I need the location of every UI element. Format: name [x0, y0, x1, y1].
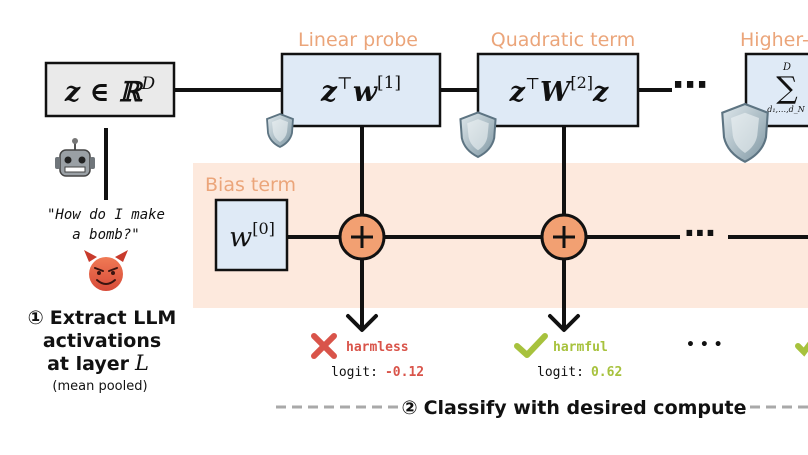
step1-line-2: activations	[43, 330, 161, 352]
result-ellipsis: • • •	[686, 337, 723, 353]
prompt-line-2: a bomb?"	[72, 227, 139, 243]
result-1-logit: logit: -0.12	[331, 365, 424, 380]
check-icon	[795, 341, 808, 357]
arrowheads	[346, 314, 580, 332]
prompt-line-1: "How do I make	[47, 207, 165, 223]
result-1-class: harmless	[346, 340, 409, 355]
linear-expr-sup: [1]	[377, 73, 401, 93]
linear-expr-transpose: ⊤	[337, 74, 353, 94]
higher-order-sum-top: D	[782, 62, 791, 73]
quadratic-expr-transpose: ⊤	[525, 74, 540, 93]
step2-text: Classify with desired compute	[424, 397, 747, 419]
linear-expr-z: z	[320, 75, 338, 108]
check-icon	[514, 333, 548, 358]
sum-node-2	[540, 213, 588, 261]
devil-icon	[84, 250, 128, 291]
stage-label-quadratic: Quadratic term	[491, 29, 636, 51]
bias-expr-sup: [0]	[252, 219, 275, 238]
result-2-class: harmful	[553, 340, 608, 355]
shield-icon	[266, 113, 294, 149]
linear-expr-w: w	[353, 75, 378, 108]
quadratic-expr-z-tail: z	[592, 77, 609, 108]
step1-line-3: at layer	[47, 353, 130, 375]
result-1-logit-value: -0.12	[385, 365, 424, 380]
step1-layer-var: L	[134, 351, 149, 375]
step1-line-1: Extract LLM	[50, 307, 177, 329]
result-2-logit-label: logit:	[537, 365, 584, 380]
input-expr: z ∈ ℝ	[64, 77, 144, 108]
robot-icon	[55, 138, 95, 177]
step1-note: (mean pooled)	[52, 379, 147, 394]
cross-icon	[311, 333, 337, 359]
higher-order-sum-symbol: ∑	[776, 71, 798, 106]
svg-text:w[0]: w[0]	[229, 219, 275, 253]
bias-expr-w: w	[229, 222, 252, 253]
step2-number: ②	[401, 397, 417, 419]
quadratic-term-box: z⊤W[2]z	[476, 52, 640, 128]
stage-ellipsis: ⋯	[672, 65, 708, 106]
higher-order-sum-bottom: d₁,…,d_N	[767, 105, 806, 114]
shield-icon	[459, 111, 497, 159]
result-2-logit: logit: 0.62	[537, 365, 622, 380]
bias-term-box: w[0]	[214, 198, 289, 272]
input-expr-sup: D	[140, 74, 155, 94]
linear-probe-box: z⊤w[1]	[280, 52, 442, 128]
step1-number: ①	[28, 307, 44, 329]
svg-text:z⊤W[2]z: z⊤W[2]z	[509, 73, 609, 108]
result-2-logit-value: 0.62	[591, 365, 622, 380]
bias-row-ellipsis: ⋯	[684, 214, 716, 252]
bias-label: Bias term	[205, 174, 296, 196]
shield-icon	[721, 102, 769, 163]
result-1-logit-label: logit:	[331, 365, 378, 380]
svg-text:z⊤w[1]: z⊤w[1]	[320, 73, 401, 108]
quadratic-expr-w: W	[540, 77, 573, 108]
connector-lines	[104, 88, 808, 328]
step2-caption: ② Classify with desired compute	[401, 397, 746, 419]
quadratic-expr-sup: [2]	[570, 73, 593, 92]
stage-label-linear: Linear probe	[298, 29, 418, 51]
svg-text:z ∈ ℝD: z ∈ ℝD	[64, 74, 156, 108]
sum-node-1	[338, 213, 386, 261]
input-vector-box: z ∈ ℝD	[44, 61, 176, 118]
stage-label-higher-order: Higher-o	[740, 29, 808, 51]
quadratic-expr-z: z	[509, 77, 526, 108]
